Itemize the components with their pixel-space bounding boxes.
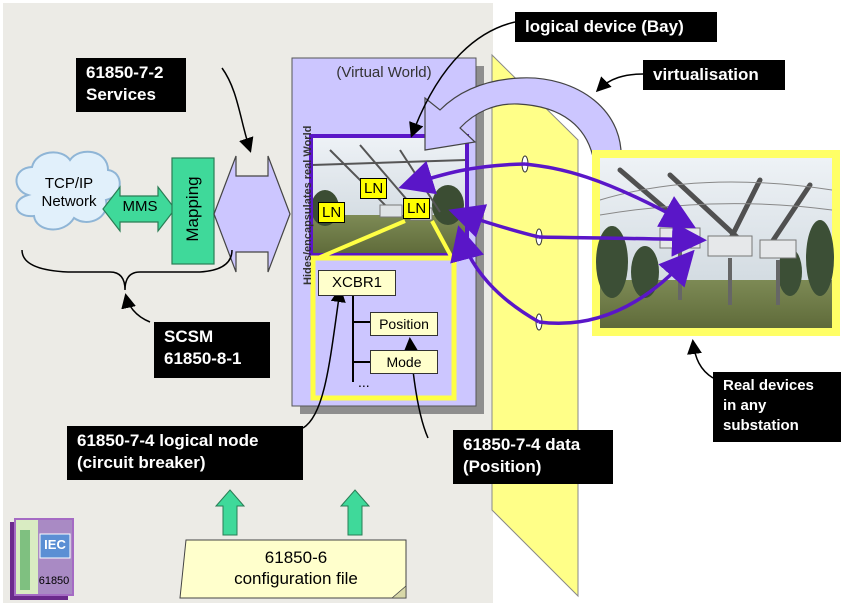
mms-label: MMS	[122, 198, 158, 215]
services-label: 61850-7-2 Services	[76, 58, 186, 112]
ln-label-2: LN	[318, 202, 346, 223]
ln-label-3: LN	[403, 198, 431, 219]
up-arrow-right	[339, 489, 371, 536]
mapping-box	[171, 157, 215, 265]
virtual-world-title: (Virtual World)	[336, 64, 432, 81]
logical-device-frame	[309, 134, 469, 257]
virtual-photo	[311, 137, 467, 254]
real-devices-label: Real devices in any substation	[713, 372, 841, 442]
mode-box: Mode	[370, 350, 438, 374]
logical-device-label: logical device (Bay)	[515, 12, 717, 42]
book-label-bottom: 61850	[38, 575, 70, 587]
hides-real-world-text: Hides/encapsulates real World	[302, 125, 314, 285]
xcbr1-box: XCBR1	[318, 270, 396, 296]
iec-book	[10, 518, 74, 600]
tcp-ip-cloud	[15, 150, 121, 231]
logical-node-label: 61850-7-4 logical node (circuit breaker)	[67, 426, 303, 480]
real-world-plane	[491, 53, 579, 598]
position-box: Position	[370, 312, 438, 336]
scsm-brace	[21, 249, 233, 291]
services-arrow	[213, 155, 291, 273]
scsm-label: SCSM 61850-8-1	[154, 322, 270, 378]
data-label: 61850-7-4 data (Position)	[453, 430, 613, 484]
ln-label-1: LN	[360, 178, 388, 199]
virtualisation-arrow	[424, 77, 622, 171]
config-file-label: 61850-6 configuration file	[234, 548, 358, 588]
logical-node-frame	[310, 255, 457, 401]
more-ellipsis: ...	[358, 374, 370, 390]
cloud-label: TCP/IP Network	[41, 175, 97, 210]
mapping-label: Mapping	[183, 176, 202, 242]
up-arrow-left	[214, 489, 246, 536]
virtualisation-label: virtualisation	[643, 60, 785, 90]
book-label-top: IEC	[44, 537, 66, 552]
